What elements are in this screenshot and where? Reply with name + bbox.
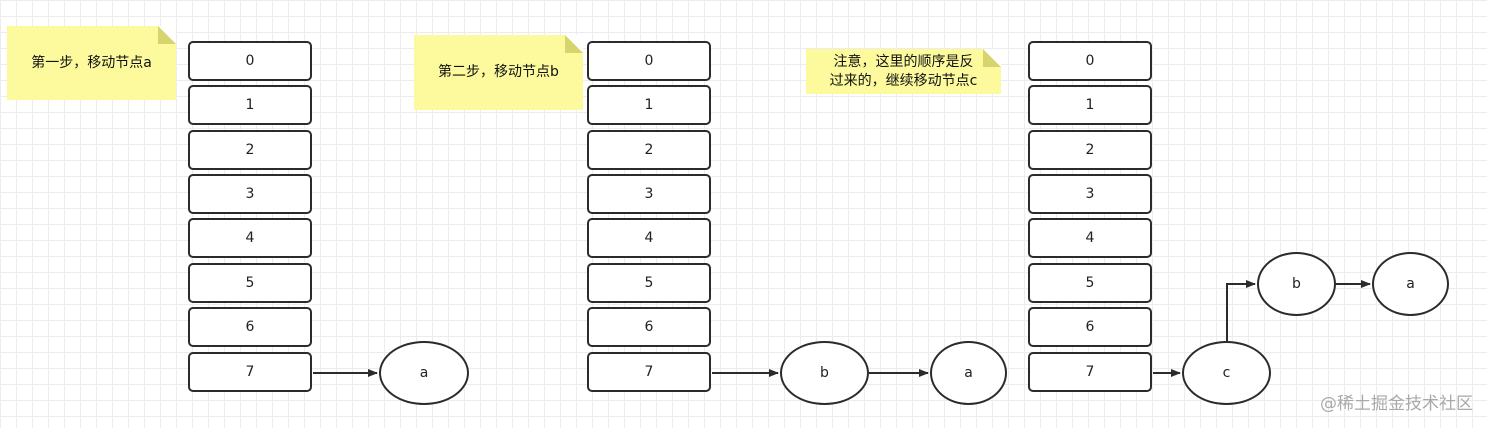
table3-cell-1-label: 1 bbox=[1085, 97, 1095, 113]
table3-cell-3: 3 bbox=[1028, 174, 1152, 214]
node-g1-a-label: a bbox=[419, 365, 429, 381]
table3-cell-4-label: 4 bbox=[1085, 230, 1095, 246]
table1-cell-6: 6 bbox=[188, 307, 312, 347]
table1-cell-5: 5 bbox=[188, 263, 312, 303]
table2-cell-3-label: 3 bbox=[644, 186, 654, 202]
table2-cell-0: 0 bbox=[587, 41, 711, 81]
table1-cell-4: 4 bbox=[188, 218, 312, 258]
node-g3-a: a bbox=[1372, 252, 1449, 316]
table2-cell-5: 5 bbox=[587, 263, 711, 303]
note-step-3: 注意，这里的顺序是反 过来的，继续移动节点c bbox=[806, 49, 1001, 94]
table3-cell-7-label: 7 bbox=[1085, 364, 1095, 380]
note-step-1: 第一步，移动节点a bbox=[7, 26, 176, 100]
table2-cell-5-label: 5 bbox=[644, 275, 654, 291]
table3-cell-5-label: 5 bbox=[1085, 275, 1095, 291]
table2-cell-4: 4 bbox=[587, 218, 711, 258]
table1-cell-7-label: 7 bbox=[245, 364, 255, 380]
table1-cell-0-label: 0 bbox=[245, 53, 255, 69]
table1-cell-0: 0 bbox=[188, 41, 312, 81]
node-g3-c-label: c bbox=[1222, 365, 1231, 381]
table1-cell-3: 3 bbox=[188, 174, 312, 214]
node-g2-a-label: a bbox=[964, 365, 973, 381]
table1-cell-7: 7 bbox=[188, 352, 312, 392]
node-g2-b-label: b bbox=[820, 365, 829, 381]
table1-cell-2-label: 2 bbox=[245, 142, 255, 158]
note-step-1-text: 第一步，移动节点a bbox=[31, 54, 152, 71]
table3-cell-2-label: 2 bbox=[1085, 142, 1095, 158]
node-g2-a: a bbox=[930, 341, 1007, 405]
node-g3-b-label: b bbox=[1292, 276, 1301, 292]
table1-cell-2: 2 bbox=[188, 130, 312, 170]
edge-g3-c-to-b bbox=[1226, 280, 1256, 341]
node-g3-a-label: a bbox=[1406, 276, 1415, 292]
table1-cell-6-label: 6 bbox=[245, 319, 255, 335]
note-step-2-text: 第二步，移动节点b bbox=[438, 64, 559, 80]
table1-cell-5-label: 5 bbox=[245, 275, 255, 291]
table2-cell-1: 1 bbox=[587, 85, 711, 125]
note-step-2: 第二步，移动节点b bbox=[414, 35, 583, 110]
table2-cell-3: 3 bbox=[587, 174, 711, 214]
table2-cell-6: 6 bbox=[587, 307, 711, 347]
node-g3-b: b bbox=[1257, 252, 1336, 316]
node-g2-b: b bbox=[780, 341, 869, 405]
note-step-3-text: 注意，这里的顺序是反 过来的，继续移动节点c bbox=[829, 53, 978, 89]
table3-cell-2: 2 bbox=[1028, 130, 1152, 170]
table3-cell-6: 6 bbox=[1028, 307, 1152, 347]
table2-cell-7-label: 7 bbox=[644, 364, 654, 380]
table3-cell-3-label: 3 bbox=[1085, 186, 1095, 202]
table3-cell-6-label: 6 bbox=[1085, 319, 1095, 335]
table3-cell-4: 4 bbox=[1028, 218, 1152, 258]
watermark: @稀土掘金技术社区 bbox=[1320, 394, 1473, 414]
table2-cell-0-label: 0 bbox=[644, 53, 654, 69]
table3-cell-7: 7 bbox=[1028, 352, 1152, 392]
table1-cell-1-label: 1 bbox=[245, 97, 255, 113]
table3-cell-0-label: 0 bbox=[1085, 53, 1095, 69]
table2-cell-2: 2 bbox=[587, 130, 711, 170]
table2-cell-1-label: 1 bbox=[644, 97, 654, 113]
table2-cell-2-label: 2 bbox=[644, 142, 654, 158]
table3-cell-1: 1 bbox=[1028, 85, 1152, 125]
table1-cell-4-label: 4 bbox=[245, 230, 255, 246]
table2-cell-7: 7 bbox=[587, 352, 711, 392]
table3-cell-0: 0 bbox=[1028, 41, 1152, 81]
table3-cell-5: 5 bbox=[1028, 263, 1152, 303]
table1-cell-1: 1 bbox=[188, 85, 312, 125]
table1-cell-3-label: 3 bbox=[245, 186, 255, 202]
table2-cell-6-label: 6 bbox=[644, 319, 654, 335]
node-g3-c: c bbox=[1182, 341, 1271, 405]
table2-cell-4-label: 4 bbox=[644, 230, 654, 246]
node-g1-a: a bbox=[379, 341, 469, 405]
